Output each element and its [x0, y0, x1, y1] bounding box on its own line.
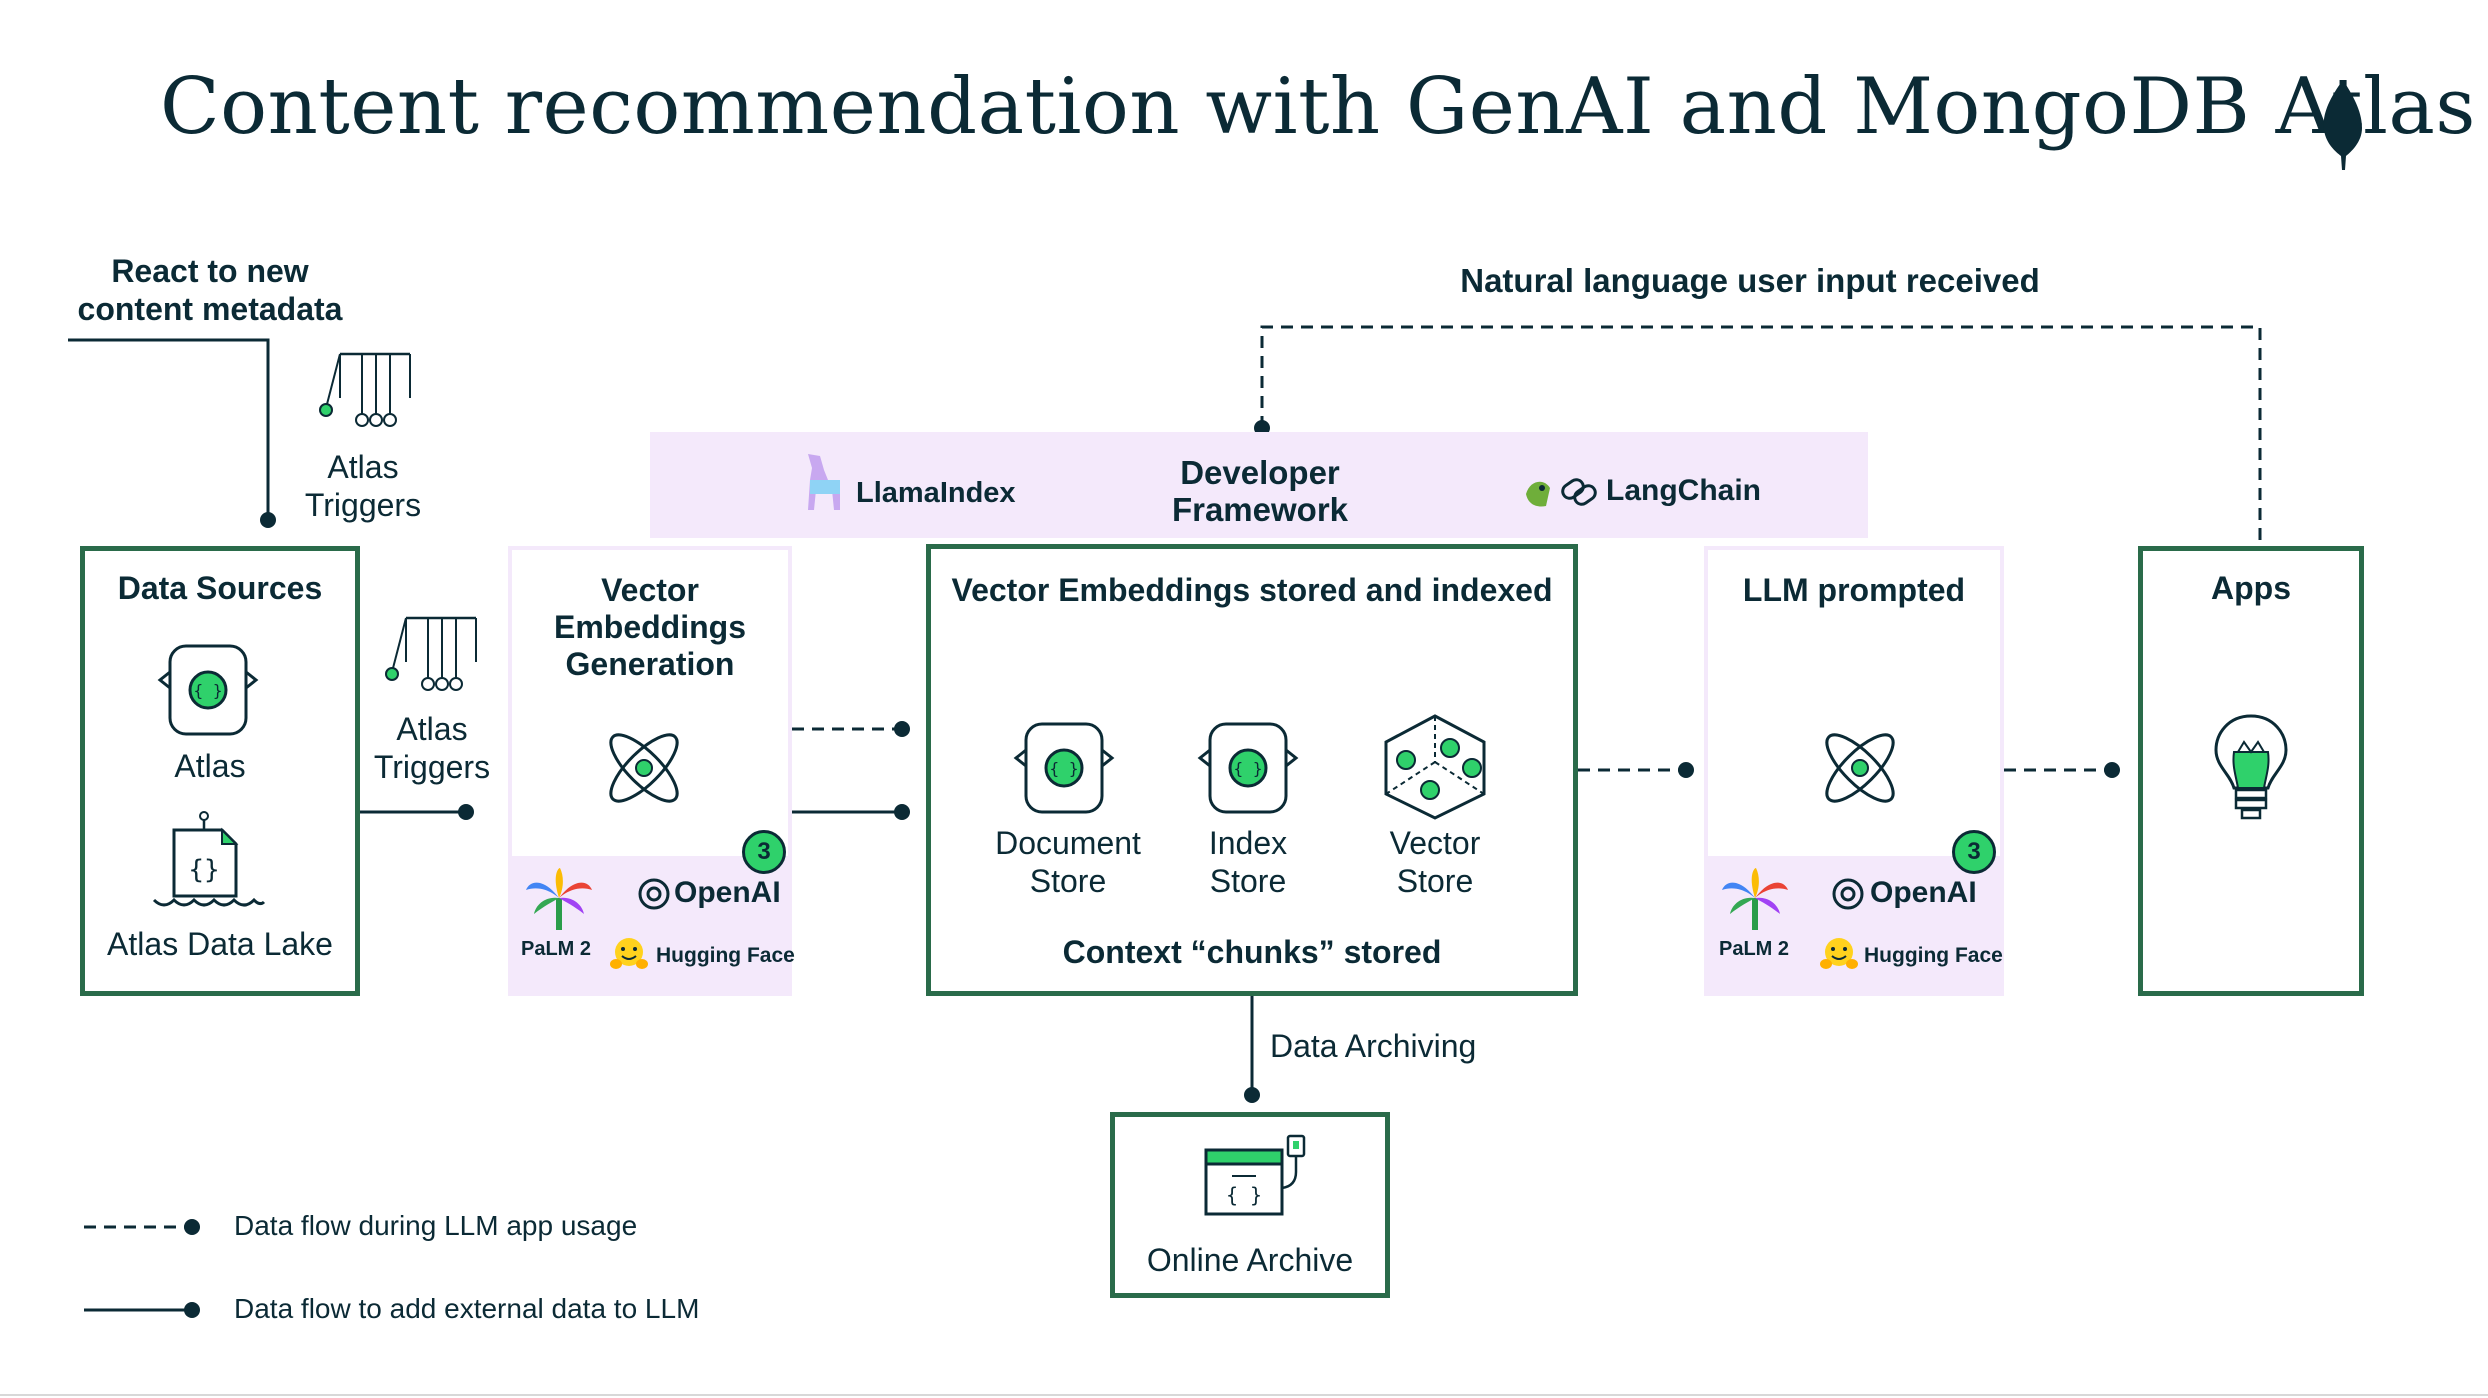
data-sources-box — [80, 546, 360, 996]
index-store-label: Index Store — [1208, 825, 1288, 899]
openai-icon — [638, 878, 670, 910]
palm-icon — [1722, 868, 1788, 930]
index-store-icon: { } — [1197, 722, 1299, 814]
svg-text:{ }: { } — [1234, 759, 1263, 778]
legend-solid-label: Data flow to add external data to LLM — [234, 1293, 700, 1324]
developer-framework-panel — [650, 432, 1868, 538]
newtons-cradle-icon — [385, 616, 477, 691]
ai-atom-icon — [1825, 733, 1895, 803]
llm-prompted-title: LLM prompted — [1742, 572, 1966, 608]
connector-dot — [894, 804, 910, 820]
llama-icon — [808, 454, 840, 510]
connector-dot — [458, 804, 474, 820]
openai-label: OpenAI — [674, 876, 781, 909]
ai-atom-icon — [609, 733, 679, 803]
connector-dot — [184, 1219, 200, 1235]
data-sources-title: Data Sources — [117, 570, 323, 606]
palm-icon — [526, 868, 592, 930]
document-store-label: Document Store — [995, 825, 1141, 899]
hugging-face-icon — [610, 938, 648, 969]
user-input-connector — [1260, 325, 2262, 546]
newtons-cradle-icon — [319, 352, 411, 427]
vector-store-label: Vector Store — [1389, 825, 1481, 899]
palm-label: PaLM 2 — [520, 938, 592, 960]
connector-dot — [1244, 1087, 1260, 1103]
openai-icon — [1832, 878, 1864, 910]
data-lake-icon: {} — [152, 811, 266, 907]
svg-text:{ }: { } — [1226, 1183, 1262, 1207]
connector-dot — [2104, 762, 2120, 778]
langchain-label: LangChain — [1606, 474, 1761, 507]
atlas-database-icon: { } — [157, 644, 259, 736]
mongodb-leaf-icon — [2323, 80, 2362, 170]
hugging-face-icon — [1820, 938, 1858, 969]
svg-text:{ }: { } — [194, 681, 223, 700]
embedding-generation-title: Vector Embeddings Generation — [553, 572, 746, 682]
connector-dot — [1678, 762, 1694, 778]
llamaindex-label: LlamaIndex — [856, 477, 1016, 509]
online-archive-icon: { } — [1204, 1134, 1306, 1216]
apps-title: Apps — [2211, 570, 2291, 606]
vector-cube-icon — [1384, 714, 1486, 820]
developer-framework-label: Developer Framework — [1171, 454, 1349, 528]
svg-text:{ }: { } — [1050, 759, 1079, 778]
provider-count-badge: 3 — [1952, 830, 1996, 874]
svg-text:{}: {} — [188, 855, 219, 885]
langchain-icon — [1526, 478, 1597, 507]
triggers-label-top: Atlas Triggers — [304, 449, 422, 523]
page-title: Content recommendation with GenAI and Mo… — [160, 62, 2476, 152]
provider-count-badge: 3 — [742, 830, 786, 874]
context-chunks-label: Context “chunks” stored — [1062, 934, 1442, 970]
metadata-note: React to new content metadata — [77, 253, 343, 327]
connector-dot — [184, 1302, 200, 1318]
lightbulb-icon — [2214, 714, 2288, 820]
bottom-divider — [0, 1394, 2488, 1396]
connector-dot — [260, 512, 276, 528]
user-input-note: Natural language user input received — [1460, 262, 2040, 299]
data-lake-label: Atlas Data Lake — [107, 926, 333, 962]
data-archiving-label: Data Archiving — [1270, 1028, 1477, 1064]
atlas-label: Atlas — [174, 748, 246, 784]
online-archive-label: Online Archive — [1146, 1242, 1354, 1278]
triggers-label-mid: Atlas Triggers — [373, 711, 491, 785]
vector-store-title: Vector Embeddings stored and indexed — [951, 572, 1553, 608]
legend-dashed-label: Data flow during LLM app usage — [234, 1210, 638, 1241]
palm-label: PaLM 2 — [1718, 938, 1790, 960]
hugging-face-label: Hugging Face — [1864, 944, 2003, 967]
openai-label: OpenAI — [1870, 876, 1977, 909]
connector-dot — [894, 721, 910, 737]
hugging-face-label: Hugging Face — [656, 944, 795, 967]
document-store-icon: { } — [1013, 722, 1115, 814]
metadata-connector — [68, 338, 270, 520]
